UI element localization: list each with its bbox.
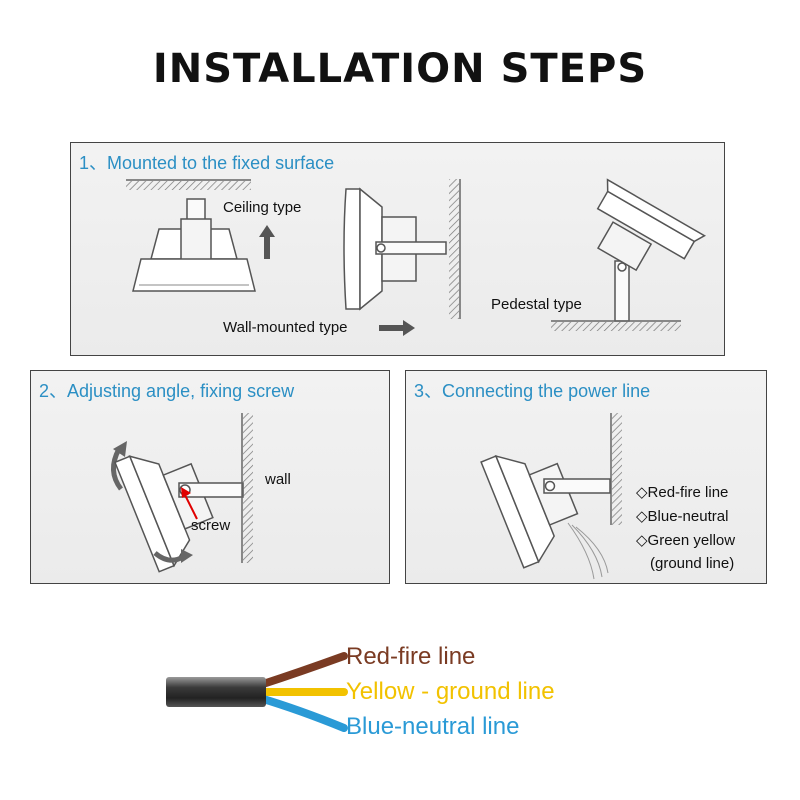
pedestal-type-label: Pedestal type [491, 296, 582, 313]
legend-item-blue-neutral: ◇Blue-neutral [636, 508, 729, 525]
panel-mounting: 1、Mounted to the fixed surface Ceiling t… [70, 142, 725, 356]
screw-label: screw [191, 517, 231, 534]
floodlight-adjust-icon [113, 455, 244, 573]
legend-item-green-yellow: ◇Green yellow [636, 532, 736, 549]
wall-label: wall [265, 471, 291, 488]
rotate-arrow-up-icon [111, 441, 127, 491]
panel-title-mounting: 1、Mounted to the fixed surface [79, 153, 335, 173]
wire-label-blue-neutral: Blue-neutral line [346, 713, 520, 740]
floor-surface-icon [551, 320, 681, 331]
panel-adjusting: 2、Adjusting angle, fixing screw wall scr… [30, 370, 390, 584]
ceiling-type-label: Ceiling type [223, 199, 302, 216]
panel-title-connecting: 3、Connecting the power line [414, 381, 651, 401]
screw-pointer-arrow-icon [181, 487, 198, 520]
rotate-arrow-down-icon [153, 549, 193, 563]
floodlight-wall-icon [343, 187, 447, 311]
wall-surface-icon [610, 413, 622, 525]
floodlight-pedestal-icon [596, 178, 707, 322]
wall-surface-icon [449, 179, 461, 319]
wall-surface-icon [241, 413, 253, 563]
panel-connecting: 3、Connecting the power line ◇Red-fire li… [405, 370, 767, 584]
arrow-right-icon [379, 320, 415, 336]
arrow-up-icon [259, 225, 275, 259]
cable-icon [166, 652, 348, 732]
ceiling-surface-icon [126, 179, 251, 190]
wire-label-yellow-ground: Yellow - ground line [346, 678, 555, 705]
panel-title-adjusting: 2、Adjusting angle, fixing screw [39, 381, 295, 401]
wire-label-red-fire: Red-fire line [346, 643, 476, 670]
floodlight-ceiling-icon [132, 198, 256, 292]
wall-mounted-type-label: Wall-mounted type [223, 319, 348, 336]
legend-item-ground-line: (ground line) [650, 555, 735, 572]
page-title: INSTALLATION STEPS [152, 46, 648, 92]
legend-item-red-fire: ◇Red-fire line [636, 484, 729, 501]
floodlight-wiring-icon [480, 454, 611, 580]
